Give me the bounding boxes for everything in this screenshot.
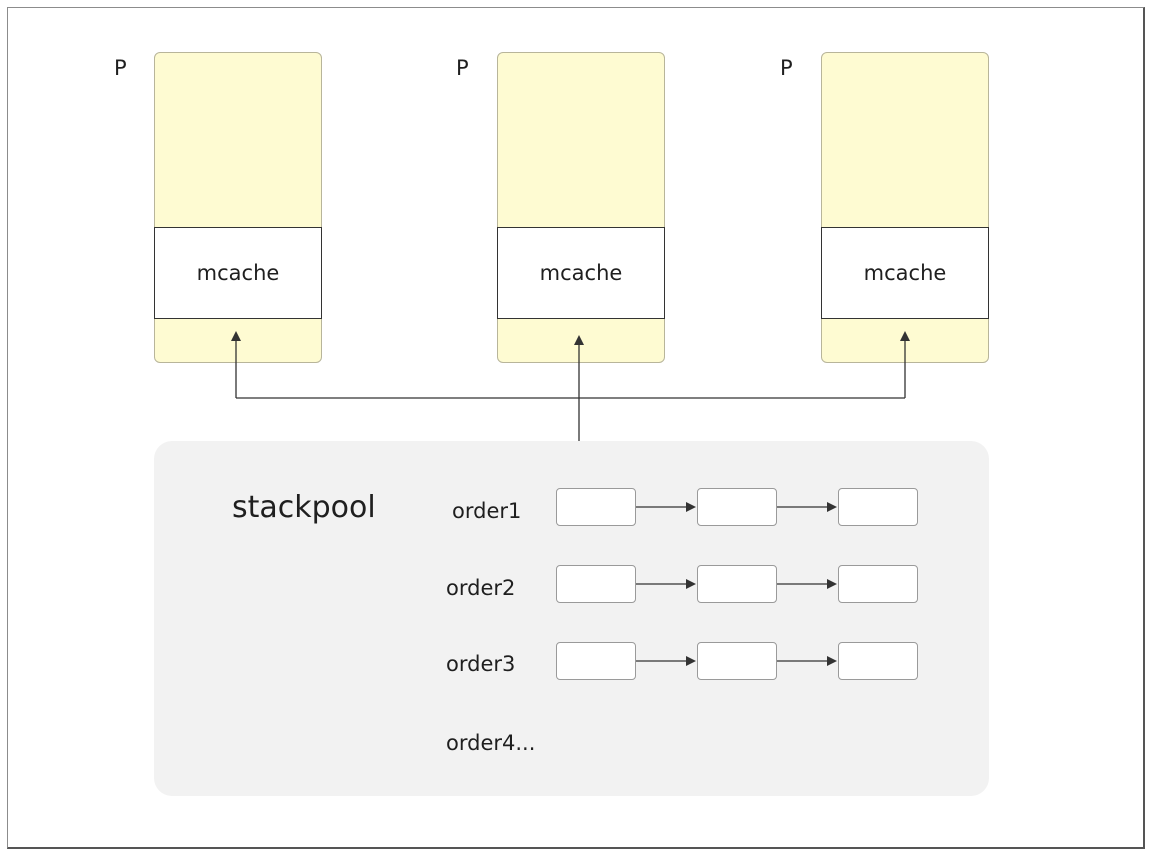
- order-label-4: order4...: [446, 731, 536, 755]
- order1-node-1: [556, 488, 636, 526]
- order2-node-1: [556, 565, 636, 603]
- order-label-1: order1: [452, 499, 522, 523]
- order2-node-3: [838, 565, 918, 603]
- processor-label-2: P: [456, 56, 469, 80]
- processor-2: mcache: [497, 52, 665, 363]
- processor-1: mcache: [154, 52, 322, 363]
- order3-node-3: [838, 642, 918, 680]
- processor-label-3: P: [780, 56, 793, 80]
- order3-node-1: [556, 642, 636, 680]
- order-label-3: order3: [446, 652, 516, 676]
- processor-label-1: P: [114, 56, 127, 80]
- order3-node-2: [697, 642, 777, 680]
- mcache-box-2: mcache: [497, 227, 665, 319]
- diagram-frame: [7, 7, 1145, 849]
- stackpool-title: stackpool: [232, 490, 376, 525]
- order2-node-2: [697, 565, 777, 603]
- order1-node-2: [697, 488, 777, 526]
- order-label-2: order2: [446, 576, 516, 600]
- processor-3: mcache: [821, 52, 989, 363]
- mcache-box-1: mcache: [154, 227, 322, 319]
- mcache-box-3: mcache: [821, 227, 989, 319]
- order1-node-3: [838, 488, 918, 526]
